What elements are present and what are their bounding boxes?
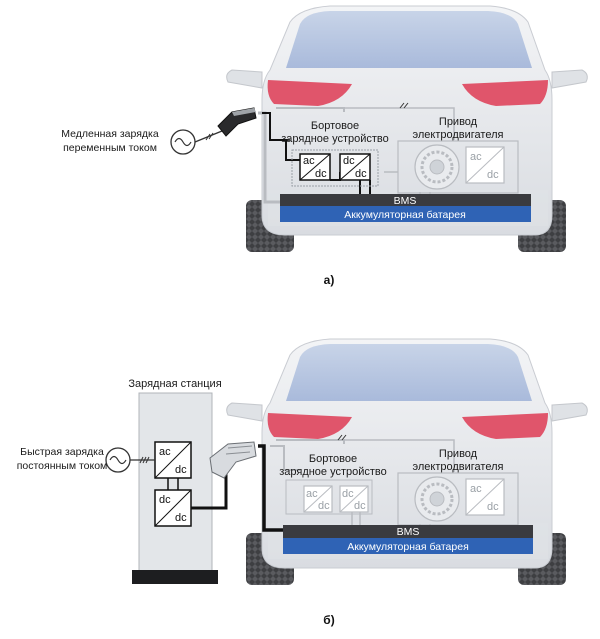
converter-ac-dc-a: ac dc: [299, 153, 331, 181]
bms-label-a: BMS: [394, 195, 417, 207]
svg-text:ac: ac: [306, 488, 318, 500]
side-mirror-left: [226, 69, 263, 89]
svg-text:ac: ac: [303, 155, 315, 167]
side-mirror-right: [551, 402, 588, 422]
charger-label-b1: Бортовое: [309, 453, 357, 465]
svg-text:ac: ac: [470, 151, 482, 163]
converter-dc-dc-b: dc dc: [339, 485, 369, 513]
svg-text:dc: dc: [318, 500, 330, 512]
bms-bar-b: [283, 525, 533, 538]
battery-label-b: Аккумуляторная батарея: [347, 541, 469, 553]
source-label-b2: постоянным током: [17, 460, 108, 472]
svg-text:dc: dc: [342, 488, 354, 500]
drive-label-a1: Привод: [439, 116, 478, 128]
svg-text:dc: dc: [175, 464, 187, 476]
svg-text:dc: dc: [175, 512, 187, 524]
charging-station: [138, 392, 213, 572]
svg-text:dc: dc: [159, 494, 171, 506]
diagram-a: Медленная зарядка переменным током Борто…: [61, 5, 588, 287]
svg-text:dc: dc: [343, 155, 355, 167]
svg-text:dc: dc: [315, 168, 327, 180]
svg-text:dc: dc: [354, 500, 366, 512]
onboard-charger-box-a: [291, 149, 379, 187]
station-base: [132, 570, 218, 584]
motor-icon-a: [414, 144, 460, 190]
rear-window: [286, 344, 532, 401]
onboard-charger-box-b: [285, 479, 373, 515]
svg-text:ac: ac: [159, 446, 171, 458]
source-label-a2: переменным током: [63, 142, 157, 154]
rear-window: [286, 11, 532, 68]
charger-label-b2: зарядное устройство: [279, 466, 387, 478]
side-mirror-left: [226, 402, 263, 422]
sine-wave-icon: [174, 137, 192, 147]
tail-light-right: [462, 413, 548, 439]
tail-light-left: [267, 80, 352, 106]
drive-converter-a: ac dc: [465, 146, 505, 184]
charger-label-a1: Бортовое: [311, 120, 359, 132]
wiring-a: [258, 102, 455, 204]
battery-label-a: Аккумуляторная батарея: [344, 209, 466, 221]
svg-text:dc: dc: [487, 169, 499, 181]
converter-dc-dc-a: dc dc: [339, 153, 371, 181]
drive-converter-b: ac dc: [465, 478, 505, 516]
caption-a: а): [324, 273, 335, 287]
tail-light-left: [267, 413, 352, 439]
diagram-b: Зарядная станция ac dc dc dc Быстрая зар…: [17, 338, 588, 627]
svg-text:dc: dc: [487, 501, 499, 513]
battery-bar-a: [280, 206, 531, 222]
motor-icon-b: [414, 476, 460, 522]
wiring-b: [258, 434, 455, 532]
station-converter-ac-dc: ac dc: [154, 441, 192, 479]
source-label-b1: Быстрая зарядка: [20, 446, 104, 458]
charger-label-a2: зарядное устройство: [281, 133, 389, 145]
svg-text:ac: ac: [470, 483, 482, 495]
caption-b: б): [323, 613, 334, 627]
side-mirror-right: [551, 69, 588, 89]
svg-text:dc: dc: [355, 168, 367, 180]
station-label: Зарядная станция: [128, 378, 221, 390]
bms-label-b: BMS: [397, 526, 420, 538]
charging-plug-b: [209, 441, 257, 479]
sine-wave-icon: [109, 455, 127, 465]
converter-ac-dc-b: ac dc: [303, 485, 333, 513]
bms-bar-a: [280, 194, 531, 206]
tail-light-right: [462, 80, 548, 106]
battery-bar-b: [283, 538, 533, 554]
station-converter-dc-dc: dc dc: [154, 489, 192, 527]
drive-label-b1: Привод: [439, 448, 478, 460]
motor-drive-box-a: [397, 140, 519, 194]
source-label-a1: Медленная зарядка: [61, 128, 159, 140]
drive-label-a2: электродвигателя: [413, 129, 504, 141]
drive-label-b2: электродвигателя: [413, 461, 504, 473]
